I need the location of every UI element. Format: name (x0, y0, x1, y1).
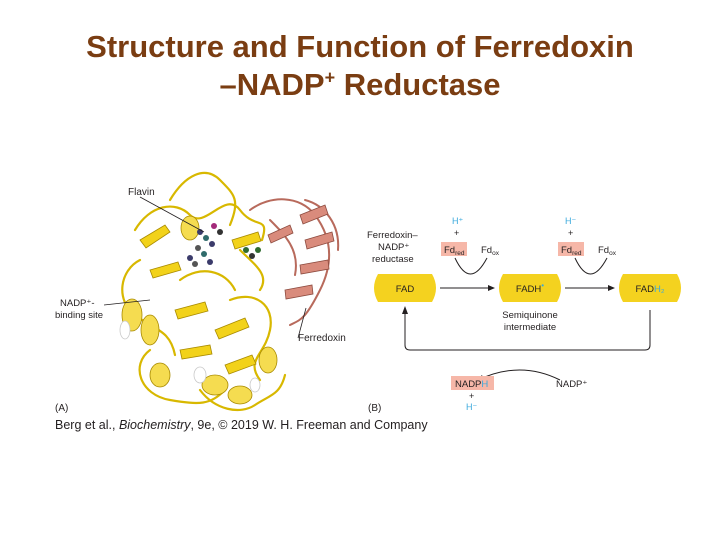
fd-red-2: Fdred (561, 245, 582, 257)
panel-b-label: (B) (368, 403, 381, 414)
fd-ox-1: Fdox (481, 245, 500, 257)
fadh2-text: FAD (635, 284, 654, 295)
nadph-highlight (451, 376, 494, 390)
enzyme-label-line2: NADP⁺ (378, 242, 409, 253)
fad-label-1: FAD (396, 284, 415, 295)
fd-red-2-sub: red (572, 250, 582, 257)
title-line-1: Structure and Function of Ferredoxin (86, 29, 634, 64)
hminus-2: H⁻ (466, 402, 477, 412)
credit-authors: Berg et al., (55, 418, 119, 432)
fd-ox-2-sub: ox (609, 250, 617, 257)
hminus-1: H⁻ (565, 216, 576, 226)
fadh2-label: FADH₂ (635, 284, 664, 295)
enzyme-label-line1: Ferredoxin– (367, 230, 418, 241)
credit-publisher: , 9e, © 2019 W. H. Freeman and Company (190, 418, 428, 432)
fd-red-1: Fdred (444, 245, 465, 257)
fadh-text: FADH (516, 284, 541, 295)
panel-a-label: (A) (55, 403, 68, 414)
slide-title: Structure and Function of Ferredoxin –NA… (0, 28, 720, 104)
radical-dot: • (541, 281, 544, 290)
fad-box-3: FADH₂ (619, 274, 681, 302)
flavin-label: Flavin (128, 187, 155, 198)
title-superscript: + (324, 67, 336, 88)
plus-2: + (568, 228, 573, 238)
title-line-2-text: –NADP (219, 67, 325, 102)
title-line-2: –NADP+ Reductase (219, 67, 500, 102)
fd-red-1-text: Fd (444, 245, 455, 256)
title-line-2-suffix: Reductase (335, 67, 501, 102)
nadph-h: H (481, 379, 488, 390)
fd-ox-1-sub: ox (492, 250, 500, 257)
semiquinone-label-line2: intermediate (504, 322, 556, 333)
credit-book: Biochemistry (118, 418, 191, 432)
plus-3: + (469, 391, 474, 401)
fadh2-h2: H₂ (654, 284, 665, 295)
nadp-site-label-line1: NADP⁺- (60, 298, 95, 309)
enzyme-label-line3: reductase (372, 254, 414, 265)
fad-box-2: FADH• (499, 274, 561, 302)
fd-ox-1-text: Fd (481, 245, 492, 256)
fd-red-highlight-2 (558, 242, 584, 256)
fd-red-highlight-1 (441, 242, 467, 256)
fd-red-1-sub: red (455, 250, 465, 257)
figure-credit: Berg et al., Biochemistry, 9e, © 2019 W.… (55, 418, 428, 432)
protein-structure-image (103, 171, 340, 412)
ferredoxin-label: Ferredoxin (298, 333, 346, 344)
hplus-1: H⁺ (452, 216, 463, 226)
plus-1: + (454, 228, 459, 238)
nadp-plus-label: NADP⁺ (556, 379, 587, 390)
fd-red-2-text: Fd (561, 245, 572, 256)
nadph-label: NADPH (455, 379, 488, 390)
nadp-site-label-line2: binding site (55, 310, 103, 321)
fadh-semiquinone-label: FADH• (516, 281, 544, 295)
fd-ox-2-text: Fd (598, 245, 609, 256)
nadph-text: NADP (455, 379, 481, 390)
semiquinone-label-line1: Semiquinone (502, 310, 557, 321)
fad-box-1: FAD (374, 274, 436, 302)
fd-ox-2: Fdox (598, 245, 617, 257)
